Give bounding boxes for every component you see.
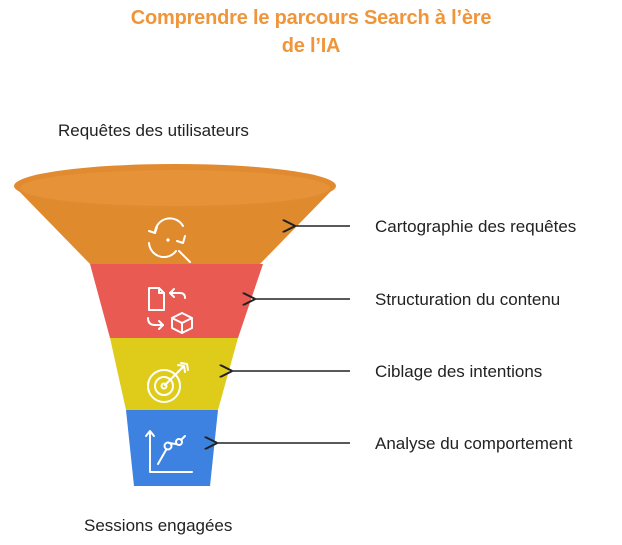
document-cube-icon xyxy=(147,287,193,334)
stage-3-label: Ciblage des intentions xyxy=(375,362,542,381)
funnel-bottom-label: Sessions engagées xyxy=(84,516,233,535)
title-line-2: de l’IA xyxy=(281,35,341,57)
funnel-stage-2 xyxy=(90,264,263,338)
stage-1-label: Cartographie des requêtes xyxy=(375,217,576,236)
search-refresh-icon xyxy=(148,217,191,263)
target-arrow-icon xyxy=(147,362,189,403)
diagram-title: Comprendre le parcours Search à l’ère de… xyxy=(0,4,622,60)
stage-2-label: Structuration du contenu xyxy=(375,290,560,309)
title-line-1: Comprendre le parcours Search à l’ère xyxy=(130,7,492,29)
funnel-stage-1 xyxy=(14,186,336,264)
funnel-rim-inner xyxy=(20,170,330,206)
stage-4-label: Analyse du comportement xyxy=(375,434,573,453)
line-chart-icon xyxy=(145,430,193,473)
funnel-top-label: Requêtes des utilisateurs xyxy=(58,121,249,140)
